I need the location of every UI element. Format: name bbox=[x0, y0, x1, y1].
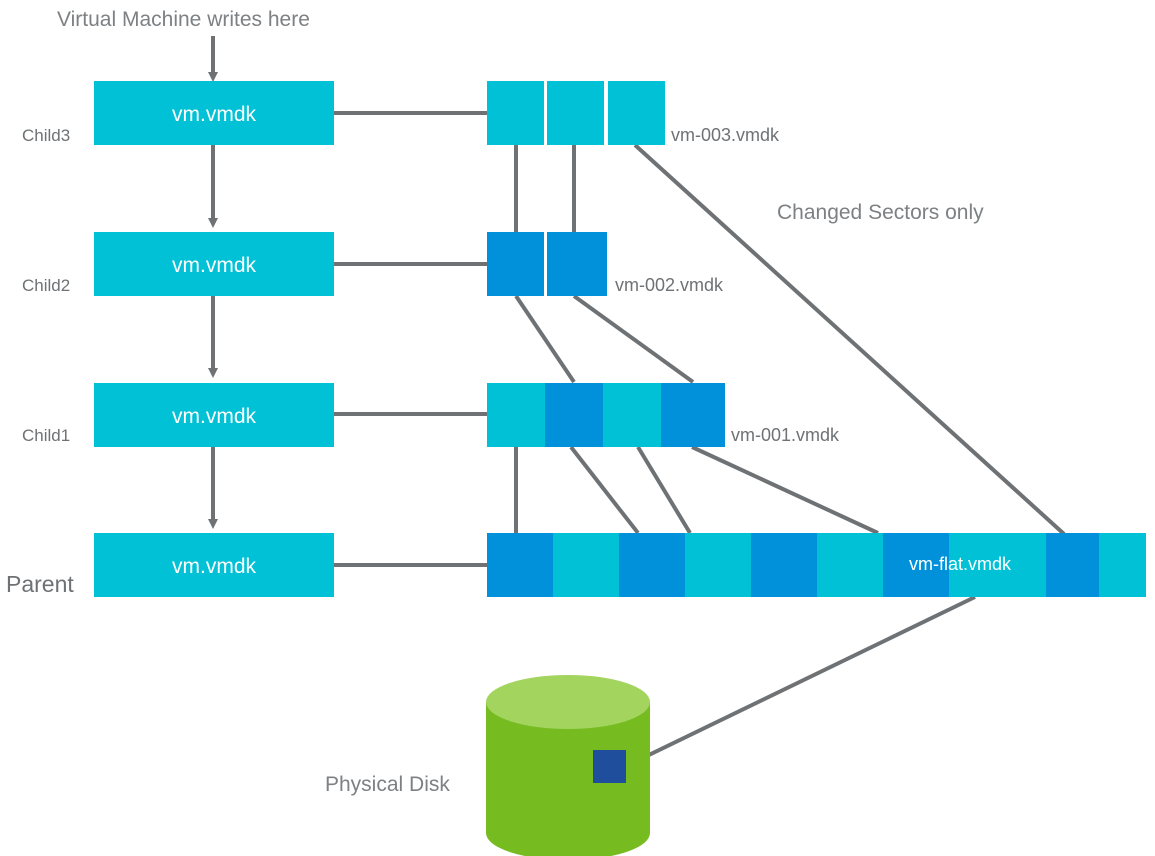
sector-parent-8[interactable] bbox=[949, 533, 1046, 597]
map-child2-s1-to-child1-s2 bbox=[514, 294, 576, 384]
sector-child1-2[interactable] bbox=[545, 383, 603, 447]
sector-parent-9[interactable] bbox=[1046, 533, 1099, 597]
row-label-child3: Child3 bbox=[22, 126, 70, 145]
disk-cylinder-top bbox=[486, 675, 650, 729]
physical-disk-graphic bbox=[486, 675, 650, 856]
vmdk-box-parent[interactable] bbox=[94, 533, 334, 597]
row-label-child2: Child2 bbox=[22, 276, 70, 295]
changed-sectors-note: Changed Sectors only bbox=[777, 201, 984, 224]
vmdk-box-label-child2: vm.vmdk bbox=[172, 254, 257, 277]
vmdk-box-child2[interactable] bbox=[94, 232, 334, 296]
row-label-child1: Child1 bbox=[22, 426, 70, 445]
sector-child3-3[interactable] bbox=[608, 81, 665, 145]
sector-child2-1[interactable] bbox=[487, 232, 544, 296]
map-parent-to-physical-disk bbox=[621, 595, 976, 770]
vmdk-box-label-child1: vm.vmdk bbox=[172, 405, 257, 428]
vmdk-box-label-parent: vm.vmdk bbox=[172, 555, 257, 578]
physical-disk-label: Physical Disk bbox=[325, 773, 450, 796]
disk-cylinder-body bbox=[486, 702, 650, 856]
row-child2: Child2 vm.vmdk vm-002.vmdk bbox=[22, 232, 724, 296]
sector-child1-3[interactable] bbox=[603, 383, 661, 447]
sector-parent-7[interactable] bbox=[883, 533, 949, 597]
map-child3-s3-to-parent-s9 bbox=[633, 143, 1066, 536]
vmdk-box-child1[interactable] bbox=[94, 383, 334, 447]
file-label-child2: vm-002.vmdk bbox=[615, 275, 724, 295]
vm-writes-note: Virtual Machine writes here bbox=[57, 8, 310, 31]
sector-parent-10[interactable] bbox=[1099, 533, 1146, 597]
map-child1-s3-to-parent-s4 bbox=[636, 445, 692, 535]
sector-child2-2[interactable] bbox=[547, 232, 607, 296]
sector-parent-5[interactable] bbox=[751, 533, 817, 597]
disk-sector-block[interactable] bbox=[593, 750, 626, 783]
file-label-child3: vm-003.vmdk bbox=[671, 125, 780, 145]
sector-child3-1[interactable] bbox=[487, 81, 544, 145]
sector-parent-1[interactable] bbox=[487, 533, 553, 597]
vmdk-box-label-child3: vm.vmdk bbox=[172, 103, 257, 126]
row-child1: Child1 vm.vmdk vm-001.vmdk bbox=[22, 383, 840, 447]
file-label-parent: vm-flat.vmdk bbox=[909, 554, 1012, 574]
sector-parent-4[interactable] bbox=[685, 533, 751, 597]
map-child1-s2-to-parent-s3 bbox=[569, 445, 640, 535]
sector-child1-1[interactable] bbox=[487, 383, 545, 447]
row-child3: Child3 vm.vmdk vm-003.vmdk bbox=[22, 81, 780, 145]
sector-parent-3[interactable] bbox=[619, 533, 685, 597]
sector-child1-4[interactable] bbox=[661, 383, 725, 447]
vmdk-box-child3[interactable] bbox=[94, 81, 334, 145]
file-label-child1: vm-001.vmdk bbox=[731, 425, 840, 445]
sector-child3-2[interactable] bbox=[547, 81, 604, 145]
sector-parent-2[interactable] bbox=[553, 533, 619, 597]
sector-parent-6[interactable] bbox=[817, 533, 883, 597]
map-child2-s2-to-child1-s4 bbox=[572, 294, 695, 384]
map-child1-s4-to-parent-s7 bbox=[691, 445, 879, 535]
row-parent: Parent vm.vmdk vm-flat.vmdk bbox=[6, 533, 1146, 597]
row-label-parent: Parent bbox=[6, 571, 74, 597]
